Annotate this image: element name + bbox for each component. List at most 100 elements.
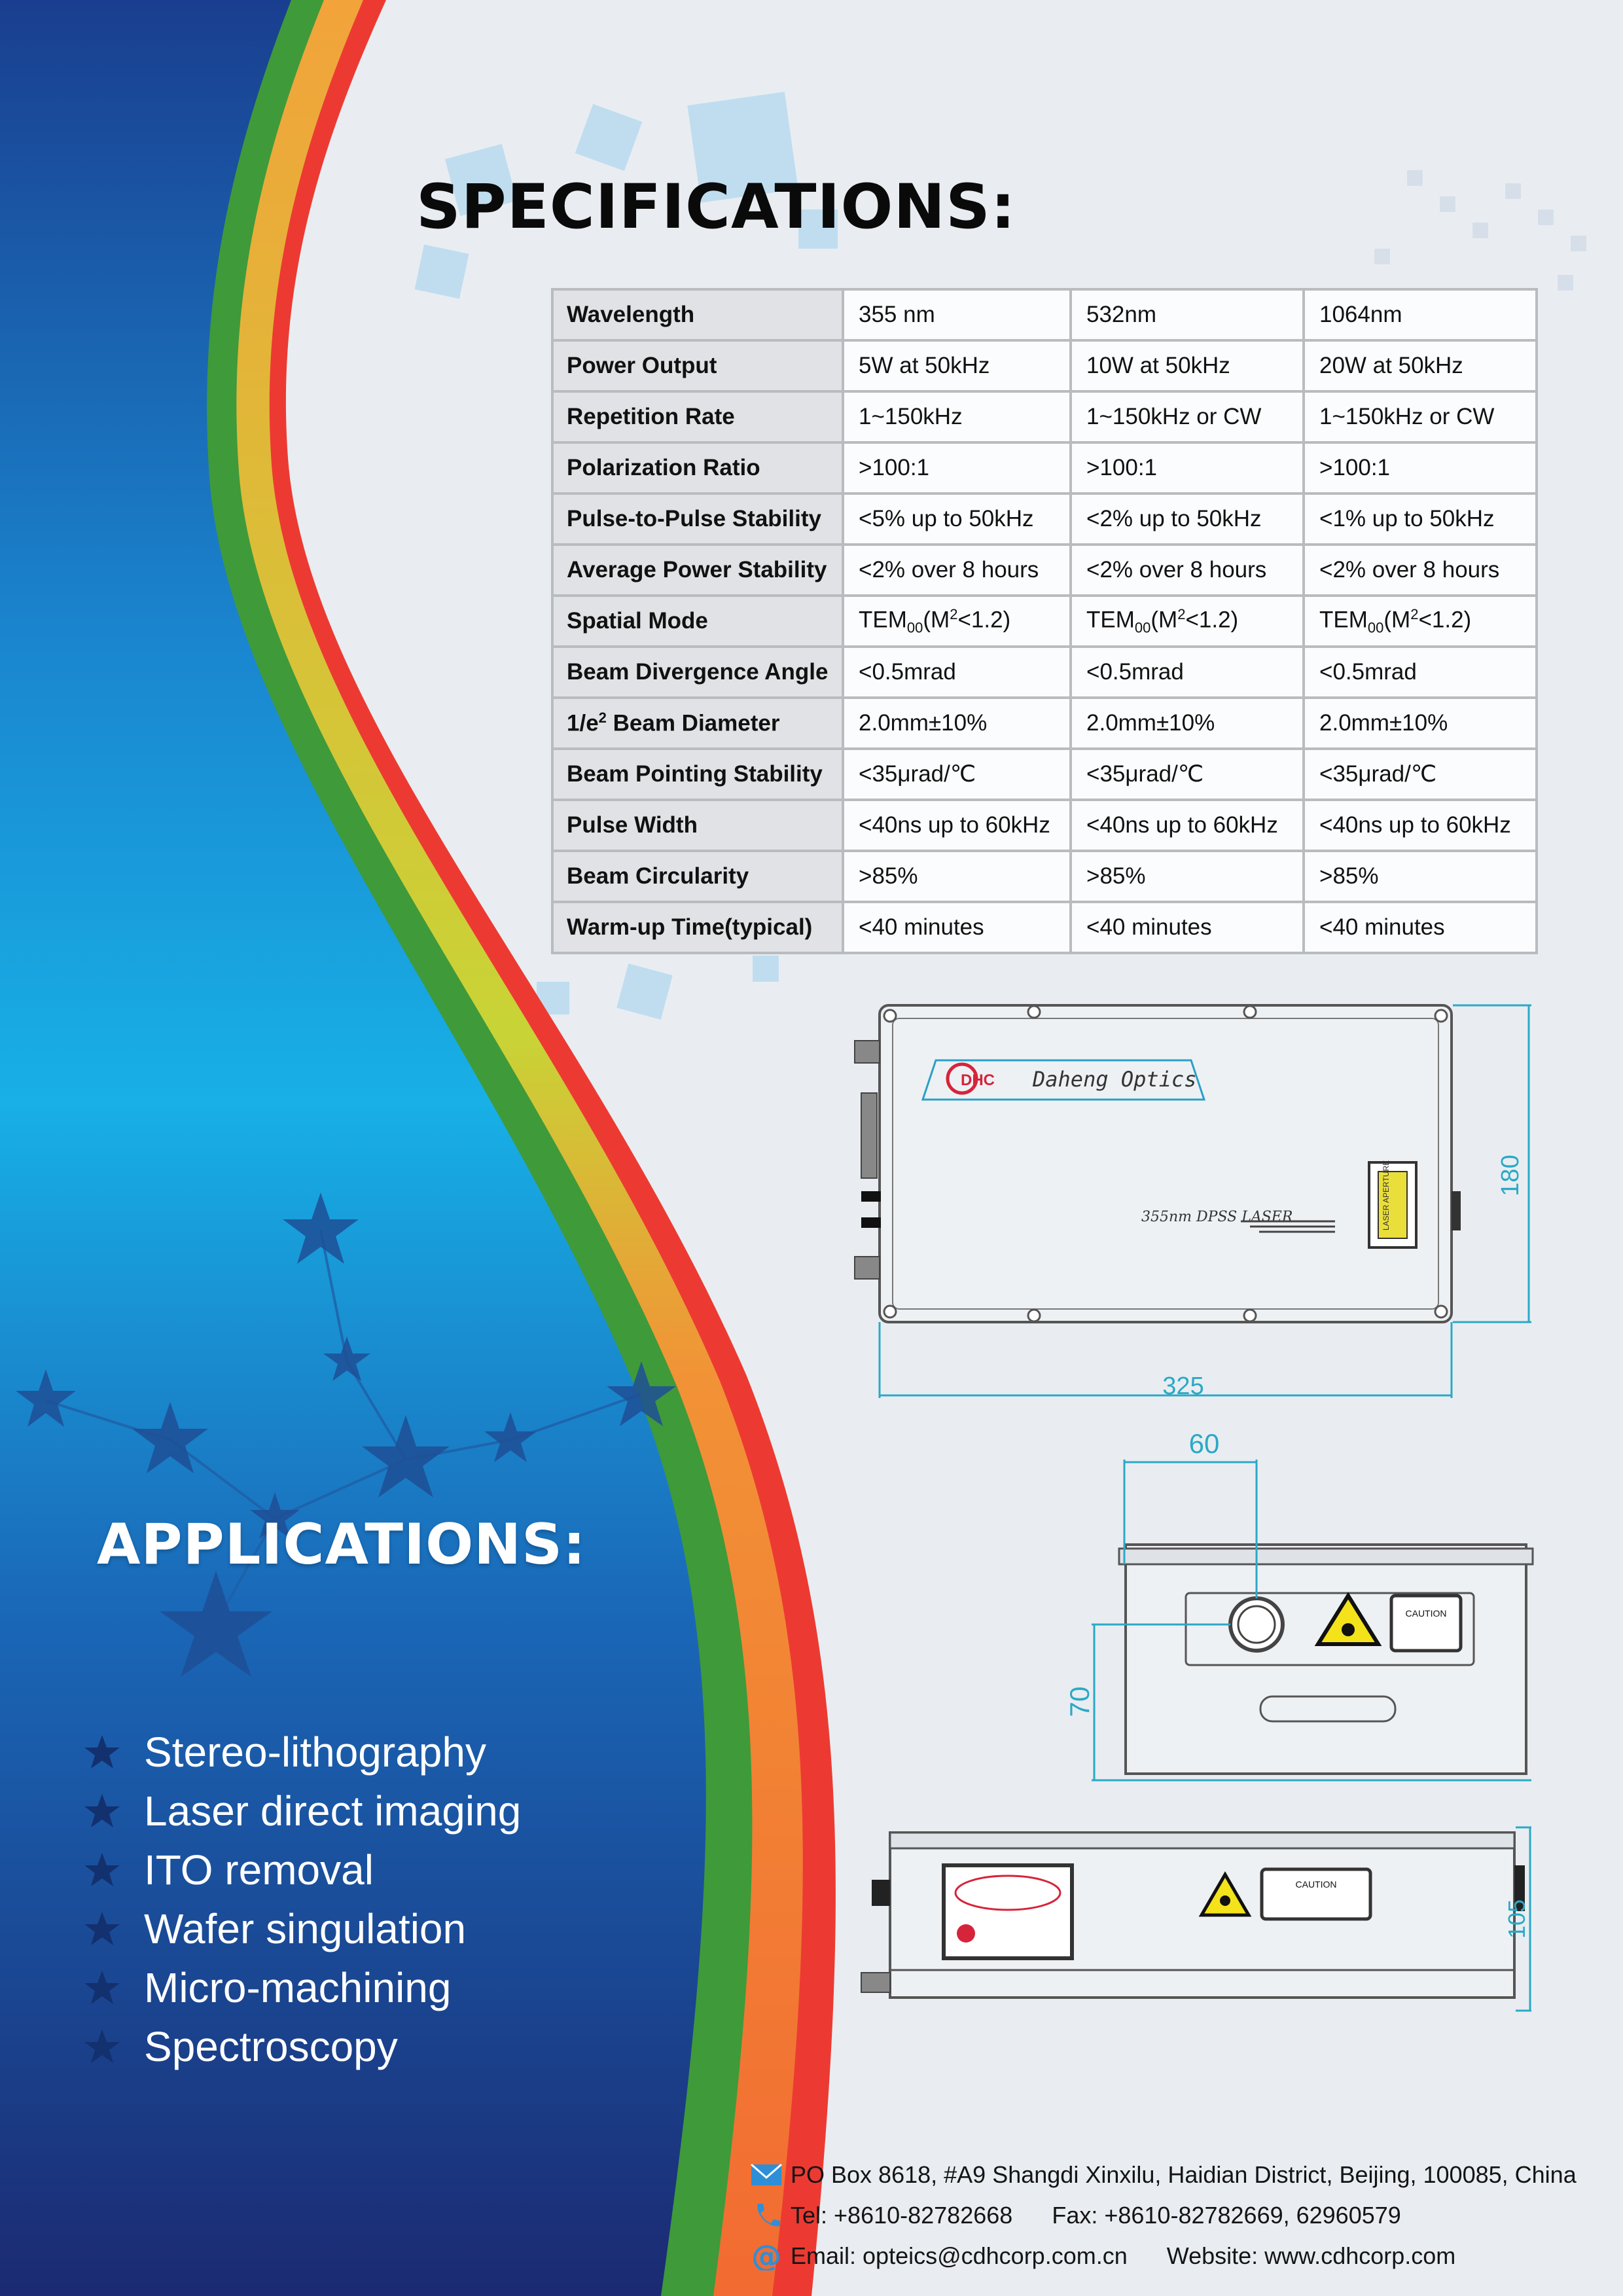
email-line: @ Email: opteics@cdhcorp.com.cn Website:… xyxy=(750,2236,1577,2276)
application-label: Spectroscopy xyxy=(144,2023,398,2070)
table-row: Pulse-to-Pulse Stability <5% up to 50kHz… xyxy=(551,492,1538,546)
row-label: Wavelength xyxy=(551,288,844,342)
star-icon xyxy=(84,1735,120,1768)
table-row: Repetition Rate 1~150kHz 1~150kHz or CW … xyxy=(551,390,1538,444)
table-cell: 1~150kHz or CW xyxy=(1302,390,1538,444)
dimension-height: 105 xyxy=(1503,1899,1530,1939)
table-cell: 10W at 50kHz xyxy=(1069,339,1305,393)
table-cell: >100:1 xyxy=(1302,441,1538,495)
mode-m: (M xyxy=(1150,607,1178,633)
table-cell: <0.5mrad xyxy=(1069,645,1305,699)
application-label: ITO removal xyxy=(144,1846,374,1893)
dimension-width: 325 xyxy=(1162,1372,1204,1400)
star-icon xyxy=(84,1794,120,1827)
label-pre: 1/e xyxy=(567,710,599,736)
star-decorations xyxy=(16,1193,676,1677)
table-cell: 20W at 50kHz xyxy=(1302,339,1538,393)
row-label: Warm-up Time(typical) xyxy=(551,901,844,954)
table-cell: >85% xyxy=(1302,850,1538,903)
mode-tail: <1.2) xyxy=(1418,607,1472,633)
logo: DHC Daheng Optics xyxy=(921,1059,1206,1101)
table-row: Average Power Stability <2% over 8 hours… xyxy=(551,543,1538,597)
phone-line: Tel: +8610-82782668 Fax: +8610-82782669,… xyxy=(750,2195,1577,2236)
caution-label: CAUTION xyxy=(1296,1879,1337,1890)
table-cell: <40ns up to 60kHz xyxy=(1069,798,1305,852)
application-label: Wafer singulation xyxy=(144,1905,467,1952)
table-row: Spatial Mode TEM00(M2<1.2) TEM00(M2<1.2)… xyxy=(551,594,1538,648)
table-cell: <40 minutes xyxy=(1302,901,1538,954)
svg-text:@: @ xyxy=(751,2242,781,2270)
mode-tail: <1.2) xyxy=(1185,607,1239,633)
applications-heading: APPLICATIONS: xyxy=(97,1512,586,1577)
telephone-text: Tel: +8610-82782668 xyxy=(791,2202,1013,2229)
mode-tem: TEM xyxy=(859,607,907,633)
mode-tail: <1.2) xyxy=(957,607,1011,633)
star-icon xyxy=(84,1853,120,1886)
table-row: Beam Circularity >85% >85% >85% xyxy=(551,850,1538,903)
list-item: Wafer singulation xyxy=(84,1899,521,1958)
table-cell: <2% over 8 hours xyxy=(842,543,1072,597)
table-cell: 1~150kHz xyxy=(842,390,1072,444)
row-label: 1/e2 Beam Diameter xyxy=(551,696,844,750)
applications-list: Stereo-lithography Laser direct imaging … xyxy=(84,1723,521,2076)
row-label: Spatial Mode xyxy=(551,594,844,648)
caution-label: CAUTION xyxy=(1406,1608,1447,1619)
table-cell: >100:1 xyxy=(1069,441,1305,495)
mode-sup: 2 xyxy=(1177,605,1186,622)
table-cell: <35μrad/℃ xyxy=(1302,747,1538,801)
label-sup: 2 xyxy=(598,709,607,726)
label-post: Beam Diameter xyxy=(606,710,780,736)
fax-text: Fax: +8610-82782669, 62960579 xyxy=(1052,2202,1401,2229)
mode-sup: 2 xyxy=(1410,605,1419,622)
front-view-drawing: CAUTION 60 70 xyxy=(1064,1428,1534,1782)
row-label: Pulse-to-Pulse Stability xyxy=(551,492,844,546)
row-label: Repetition Rate xyxy=(551,390,844,444)
table-cell: <0.5mrad xyxy=(1302,645,1538,699)
address-line: PO Box 8618, #A9 Shangdi Xinxilu, Haidia… xyxy=(750,2155,1577,2195)
table-row: 1/e2 Beam Diameter 2.0mm±10% 2.0mm±10% 2… xyxy=(551,696,1538,750)
table-cell: 5W at 50kHz xyxy=(842,339,1072,393)
table-cell: <40ns up to 60kHz xyxy=(1302,798,1538,852)
star-icon xyxy=(84,1971,120,2004)
table-row: Polarization Ratio >100:1 >100:1 >100:1 xyxy=(551,441,1538,495)
dimension-width: 60 xyxy=(1189,1428,1220,1459)
table-cell: 1~150kHz or CW xyxy=(1069,390,1305,444)
logo-text: DHC xyxy=(961,1071,995,1089)
table-cell: <35μrad/℃ xyxy=(842,747,1072,801)
row-label: Polarization Ratio xyxy=(551,441,844,495)
brand-name: Daheng Optics xyxy=(1032,1067,1196,1092)
specifications-table: Wavelength 355 nm 532nm 1064nm Power Out… xyxy=(551,288,1538,954)
side-view-drawing: CAUTION 105 xyxy=(861,1826,1531,2012)
table-cell: <2% over 8 hours xyxy=(1302,543,1538,597)
table-cell: <40 minutes xyxy=(1069,901,1305,954)
row-label: Beam Divergence Angle xyxy=(551,645,844,699)
list-item: Laser direct imaging xyxy=(84,1782,521,1840)
table-cell: TEM00(M2<1.2) xyxy=(1069,594,1305,648)
row-label: Pulse Width xyxy=(551,798,844,852)
top-view-drawing: DHC Daheng Optics 355nm DPSS LASER LASER… xyxy=(854,1004,1531,1400)
table-cell: >85% xyxy=(842,850,1072,903)
star-icon xyxy=(84,2030,120,2063)
email-link[interactable]: Email: opteics@cdhcorp.com.cn xyxy=(791,2242,1128,2269)
table-cell: 532nm xyxy=(1069,288,1305,342)
mode-sub: 00 xyxy=(906,619,923,636)
row-label: Beam Circularity xyxy=(551,850,844,903)
mode-sub: 00 xyxy=(1134,619,1151,636)
table-cell: >100:1 xyxy=(842,441,1072,495)
list-item: Spectroscopy xyxy=(84,2017,521,2076)
table-row: Pulse Width <40ns up to 60kHz <40ns up t… xyxy=(551,798,1538,852)
list-item: ITO removal xyxy=(84,1840,521,1899)
mode-m: (M xyxy=(923,607,950,633)
table-row: Wavelength 355 nm 532nm 1064nm xyxy=(551,288,1538,342)
row-label: Average Power Stability xyxy=(551,543,844,597)
table-cell: 1064nm xyxy=(1302,288,1538,342)
table-cell: TEM00(M2<1.2) xyxy=(842,594,1072,648)
website-link[interactable]: Website: www.cdhcorp.com xyxy=(1166,2242,1456,2269)
table-row: Beam Divergence Angle <0.5mrad <0.5mrad … xyxy=(551,645,1538,699)
dimension-height: 70 xyxy=(1064,1687,1095,1717)
list-item: Stereo-lithography xyxy=(84,1723,521,1782)
dimension-height: 180 xyxy=(1497,1155,1524,1196)
model-label: 355nm DPSS LASER xyxy=(1141,1209,1293,1225)
table-row: Warm-up Time(typical) <40 minutes <40 mi… xyxy=(551,901,1538,954)
table-cell: <1% up to 50kHz xyxy=(1302,492,1538,546)
